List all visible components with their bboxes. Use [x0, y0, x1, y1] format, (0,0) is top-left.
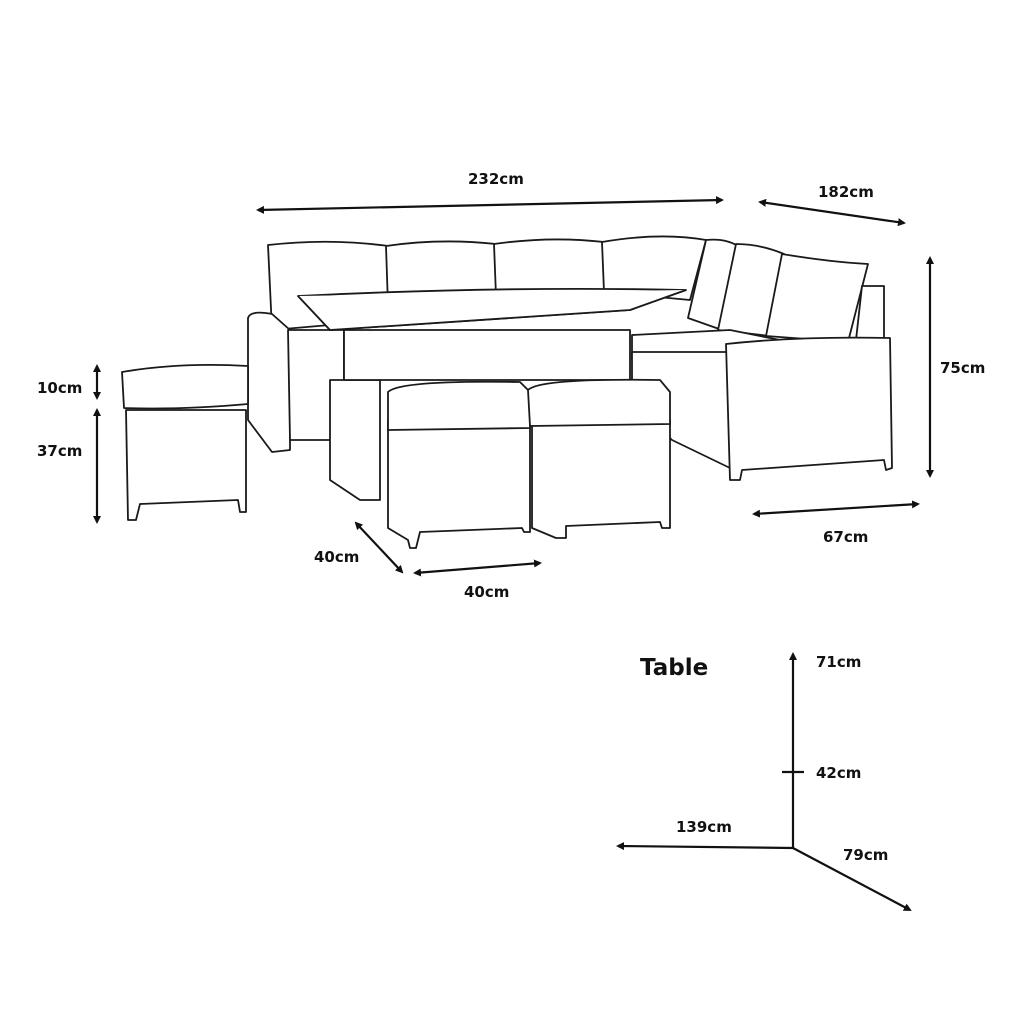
- stool-right: [527, 378, 671, 539]
- dim-label-stool-depth: 40cm: [314, 548, 359, 566]
- stool-left: [121, 363, 249, 521]
- dim-label-stool-width: 40cm: [464, 583, 509, 601]
- dim-label-sofa-length: 232cm: [468, 170, 524, 188]
- dim-label-table-length: 139cm: [676, 818, 732, 836]
- dim-label-sofa-depth: 182cm: [818, 183, 874, 201]
- dim-label-seat-depth: 67cm: [823, 528, 868, 546]
- dim-label-sofa-height: 75cm: [940, 359, 985, 377]
- corner-sofa: [247, 235, 893, 481]
- dim-label-stool-base: 37cm: [37, 442, 82, 460]
- dim-label-stool-cushion: 10cm: [37, 379, 82, 397]
- dim-label-table-height-min: 42cm: [816, 764, 861, 782]
- table-title: Table: [640, 655, 708, 681]
- table-dimension-axes: [616, 652, 912, 911]
- dim-label-table-width: 79cm: [843, 846, 888, 864]
- dim-label-table-height-max: 71cm: [816, 653, 861, 671]
- stool-middle: [387, 380, 531, 549]
